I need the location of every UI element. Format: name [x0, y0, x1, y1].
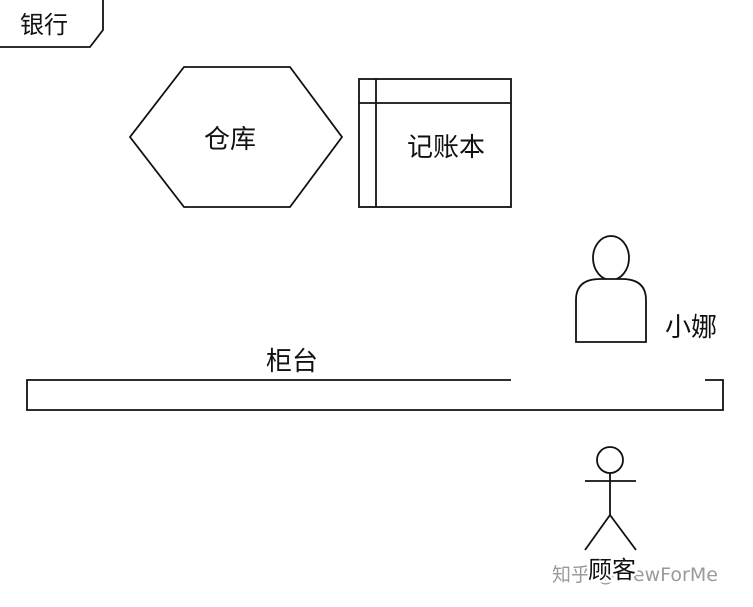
watermark-text: 知乎 @ViewForMe	[552, 564, 718, 586]
counter-node: 柜台	[26, 345, 724, 411]
counter-label: 柜台	[266, 347, 318, 377]
ledger-box-shape	[358, 78, 512, 208]
warehouse-hexagon-shape	[128, 66, 344, 208]
customer-left-leg-line	[584, 514, 611, 551]
staff-head-shape	[592, 235, 630, 281]
ledger-label: 记账本	[407, 133, 485, 163]
frame-title-border	[0, 0, 104, 48]
frame-title-tab: 银行	[0, 0, 104, 48]
frame-title: 银行	[20, 11, 68, 39]
warehouse-label: 仓库	[204, 125, 256, 155]
staff-figure: 小娜	[575, 235, 720, 346]
customer-right-leg-line	[609, 514, 637, 551]
warehouse-node: 仓库	[128, 66, 344, 208]
staff-body-shape	[575, 278, 647, 343]
customer-label: 顾客	[588, 556, 636, 584]
customer-figure	[584, 446, 637, 551]
staff-label: 小娜	[665, 313, 717, 343]
counter-shape	[26, 379, 724, 411]
ledger-node: 记账本	[358, 78, 512, 208]
customer-head-shape	[596, 446, 624, 474]
